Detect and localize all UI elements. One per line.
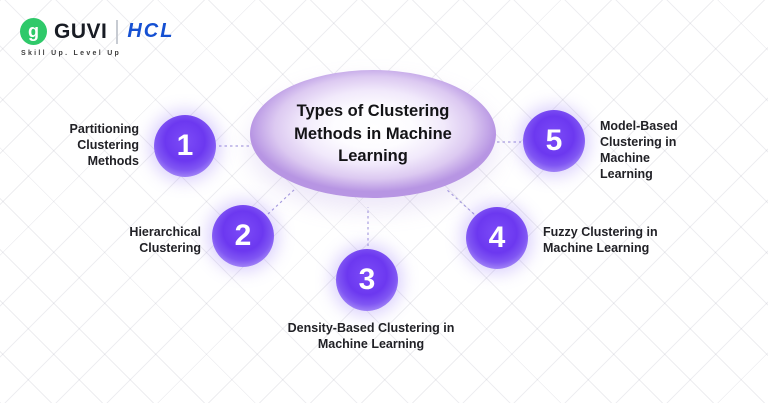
connector-node4 (445, 188, 475, 215)
node-label-5: Model-Based Clustering in Machine Learni… (600, 119, 678, 181)
node-number-5: 5 (545, 124, 563, 157)
logo: g GUVI HCL Skill Up. Level Up (20, 18, 174, 57)
logo-divider (116, 19, 119, 44)
center-topic-title: Types of Clustering Methods in Machine L… (294, 101, 452, 166)
guvi-logo-icon: g (20, 18, 47, 45)
node-circle-3: 3 (336, 249, 398, 311)
center-topic-ellipse: Types of Clustering Methods in Machine L… (250, 70, 496, 198)
logo-row: g GUVI HCL (20, 18, 174, 45)
hcl-wordmark: HCL (127, 20, 175, 42)
node-label-3: Density-Based Clustering in Machine Lear… (287, 321, 455, 351)
node-circle-5: 5 (523, 110, 585, 172)
guvi-icon-letter: g (28, 20, 39, 41)
node-circle-2: 2 (212, 205, 274, 267)
node-number-3: 3 (358, 263, 376, 296)
node-number-2: 2 (234, 219, 252, 252)
guvi-wordmark: GUVI (54, 19, 108, 43)
node-number-4: 4 (488, 221, 506, 254)
logo-tagline: Skill Up. Level Up (21, 50, 122, 57)
connector-node2 (267, 188, 296, 215)
node-label-2: Hierarchical Clustering (129, 225, 201, 255)
node-circle-4: 4 (466, 207, 528, 269)
node-label-4: Fuzzy Clustering in Machine Learning (543, 225, 658, 255)
node-number-1: 1 (176, 129, 194, 162)
node-circle-1: 1 (154, 115, 216, 177)
node-label-1: Partitioning Clustering Methods (69, 122, 139, 168)
